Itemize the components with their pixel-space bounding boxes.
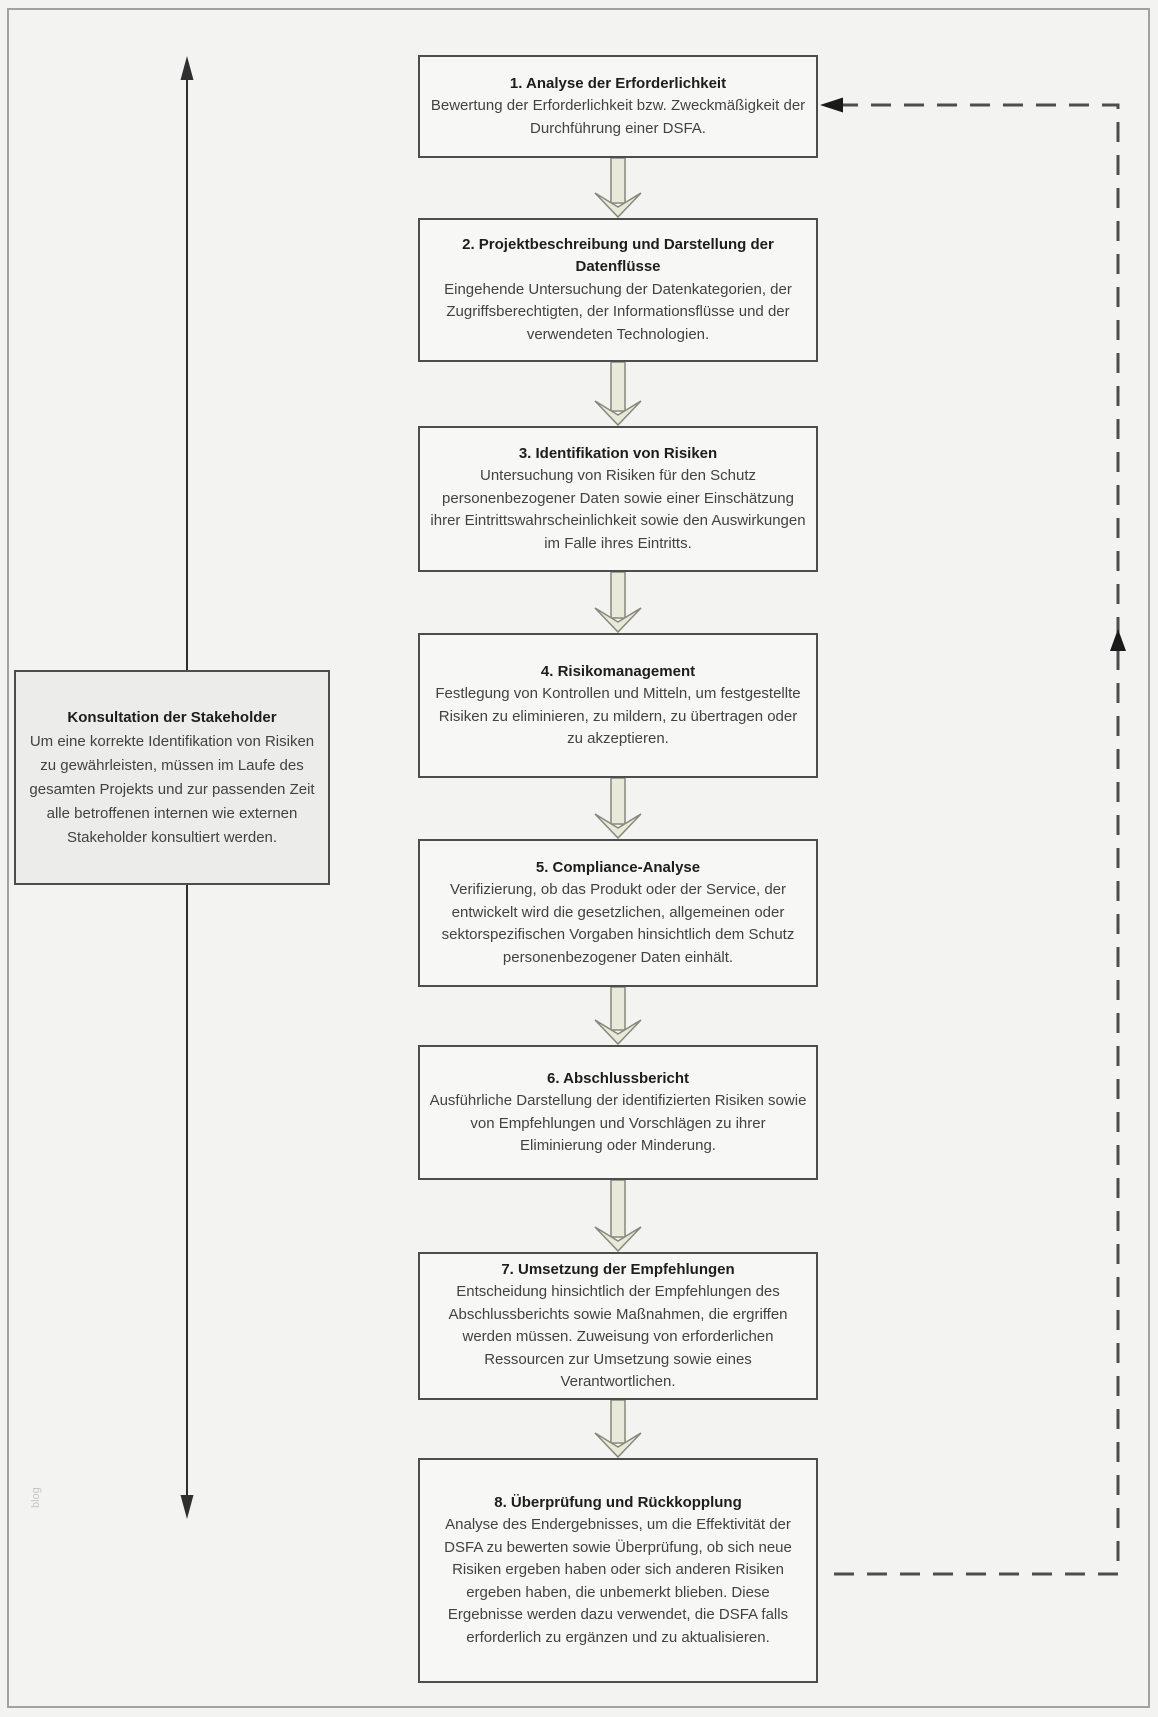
step-title: 8. Überprüfung und Rückkopplung [494,1493,742,1511]
flow-arrow-step4-step5 [594,777,642,840]
flow-arrows [594,157,642,1459]
flow-arrow-step1-step2 [594,157,642,219]
step-body: Untersuchung von Risiken für den Schutz … [430,467,806,552]
step-box-8-ueberpruefung-und-rueckkopplung: 8. Überprüfung und Rückkopplung Analyse … [418,1458,818,1683]
flow-arrow-step7-step8 [594,1399,642,1459]
step-title: 2. Projektbeschreibung und Darstellung d… [462,235,774,276]
feedback-loop-dashed-line [820,97,1126,1576]
step-body: Ausführliche Darstellung der identifizie… [429,1092,807,1154]
watermark-text: blog [30,1487,42,1508]
arrow-left-icon [820,97,843,113]
flow-arrow-step2-step3 [594,361,642,427]
step-body: Analyse des Endergebnisses, um die Effek… [444,1516,792,1646]
step-body: Entscheidung hinsichtlich der Empfehlung… [448,1283,788,1390]
flow-arrow-step3-step4 [594,571,642,634]
step-box-4-risikomanagement: 4. Risikomanagement Festlegung von Kontr… [418,633,818,778]
arrow-up-icon [1110,629,1126,651]
arrow-up-icon [180,56,194,80]
step-box-1-analyse-der-erforderlichkeit: 1. Analyse der Erforderlichkeit Bewertun… [418,55,818,158]
step-title: 3. Identifikation von Risiken [518,444,718,462]
side-note-body: Um eine korrekte Identifikation von Risi… [29,732,315,846]
step-body: Eingehende Untersuchung der Datenkategor… [444,280,792,343]
step-title: 1. Analyse der Erforderlichkeit [509,74,727,92]
step-box-5-compliance-analyse: 5. Compliance-Analyse Verifizierung, ob … [418,839,818,987]
step-title: 5. Compliance-Analyse [535,858,701,876]
step-title: 4. Risikomanagement [540,662,696,680]
step-title: 7. Umsetzung der Empfehlungen [501,1260,735,1278]
step-body: Verifizierung, ob das Produkt oder der S… [441,881,795,966]
step-box-6-abschlussbericht: 6. Abschlussbericht Ausführliche Darstel… [418,1045,818,1180]
step-body: Festlegung von Kontrollen und Mitteln, u… [435,685,801,747]
flow-arrow-step6-step7 [594,1179,642,1253]
side-note-title: Konsultation der Stakeholder [67,708,277,726]
flow-arrow-step5-step6 [594,986,642,1046]
step-title: 6. Abschlussbericht [547,1069,689,1087]
arrow-down-icon [180,1495,194,1519]
step-box-3-identifikation-von-risiken: 3. Identifikation von Risiken Untersuchu… [418,426,818,572]
step-box-7-umsetzung-der-empfehlungen: 7. Umsetzung der Empfehlungen Entscheidu… [418,1252,818,1400]
step-box-2-projektbeschreibung: 2. Projektbeschreibung und Darstellung d… [418,218,818,362]
step-body: Bewertung der Erforderlichkeit bzw. Zwec… [430,97,806,137]
side-note-konsultation-der-stakeholder: Konsultation der Stakeholder Um eine kor… [14,670,330,885]
